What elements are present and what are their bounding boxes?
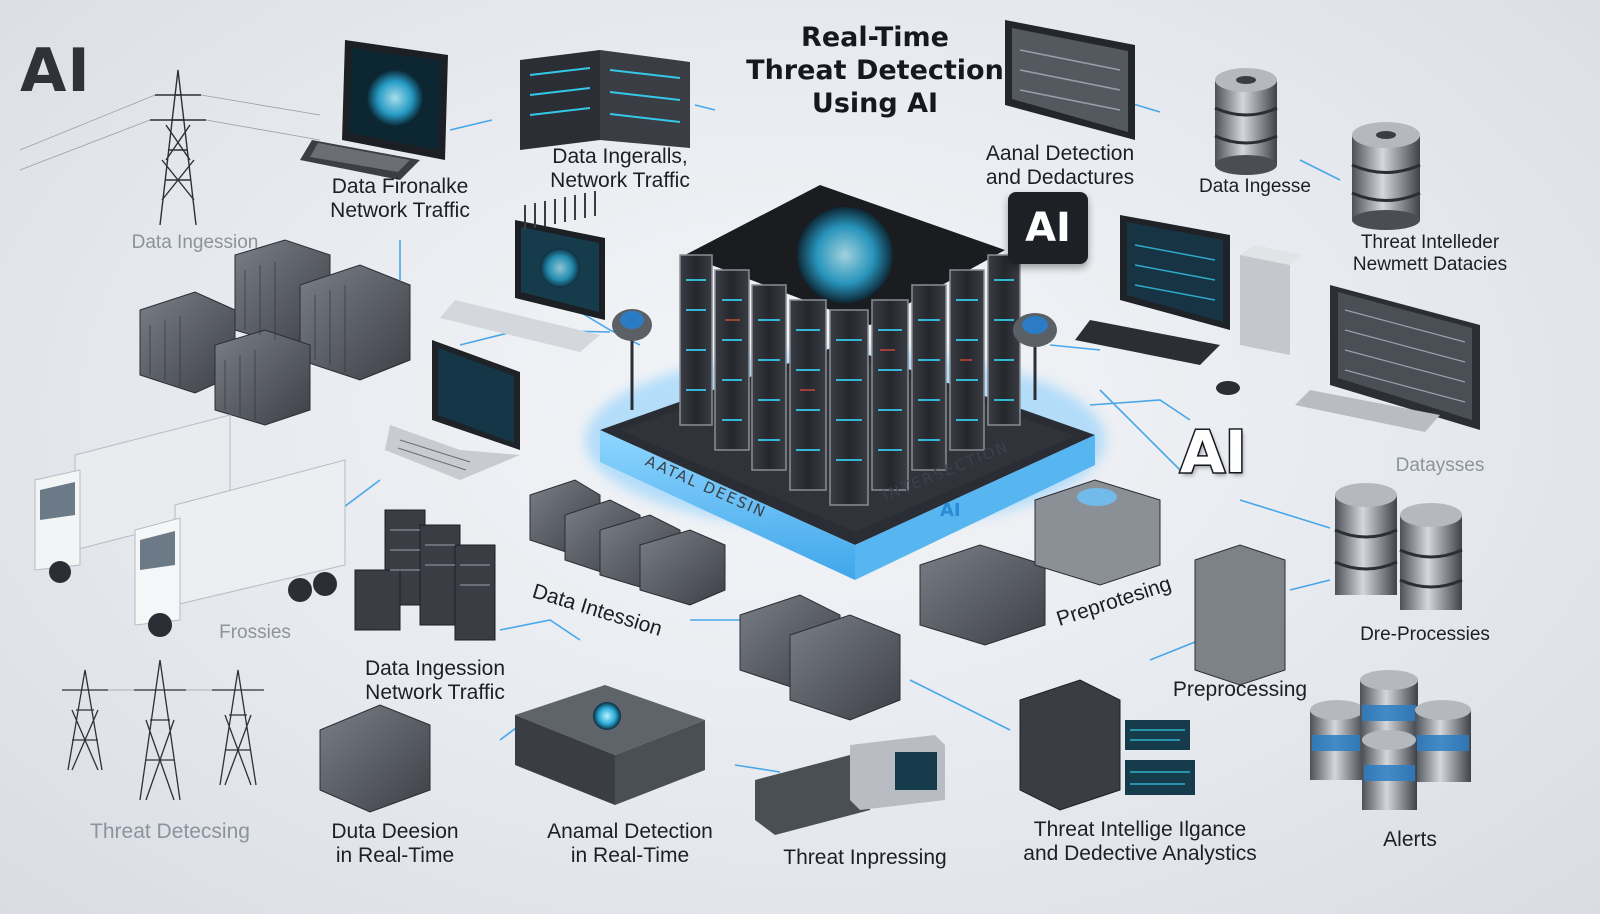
platform-ai-label: AI — [940, 500, 961, 521]
trucks — [34, 414, 346, 637]
label-data-ingeralls: Data Ingeralls,Network Traffic — [550, 145, 690, 193]
database-stacks — [1214, 68, 1471, 810]
server-blocks-center — [529, 479, 901, 721]
server-boxes-bottom — [319, 685, 945, 835]
sensor-pods — [612, 309, 1057, 410]
title-line-3: Using AI — [811, 87, 939, 119]
label-dataysses: Dataysses — [1395, 455, 1485, 476]
laptop — [385, 340, 520, 480]
power-tower-top-left — [19, 69, 321, 226]
title-line-1: Real-Time — [801, 22, 949, 53]
server-units-right — [919, 479, 1286, 811]
server-rack-top — [520, 50, 690, 150]
label-threat-inpressing: Threat Inpressing — [783, 846, 947, 869]
label-data-ingesse: Data Ingesse — [1199, 176, 1311, 197]
power-towers-bottom-left — [62, 659, 264, 801]
database-cluster-alerts — [1310, 670, 1471, 810]
central-server-cube — [679, 185, 1021, 506]
title-line-2: Threat Detection — [746, 54, 1004, 86]
label-threat-detecsing: Threat Detecsing — [90, 820, 250, 843]
label-dre-processies: Dre-Processies — [1360, 624, 1490, 645]
label-frossies-faded: Frossies — [219, 622, 291, 643]
monitor-top-left — [300, 40, 448, 180]
ai-badge-lower: AI — [1178, 417, 1247, 488]
ai-corner-logo: AI — [20, 36, 91, 106]
database-top-right — [1214, 68, 1278, 175]
database-right-mid — [1351, 122, 1421, 230]
database-pair-right — [1334, 483, 1463, 610]
server-boxes-left — [139, 239, 411, 426]
workstation-right — [1075, 215, 1480, 432]
monitor-top-right — [1005, 20, 1135, 140]
label-preprocessing: Preprocessing — [1172, 678, 1308, 701]
ai-badge-upper: AI — [1008, 192, 1088, 264]
server-racks-lower-left — [354, 509, 496, 641]
diagram-title: Real-Time Threat Detection Using AI — [720, 22, 1030, 121]
label-alerts: Alerts — [1383, 828, 1437, 851]
monitor-center-left — [440, 191, 605, 352]
label-data-ingession-faded: Data Ingession — [131, 232, 259, 253]
